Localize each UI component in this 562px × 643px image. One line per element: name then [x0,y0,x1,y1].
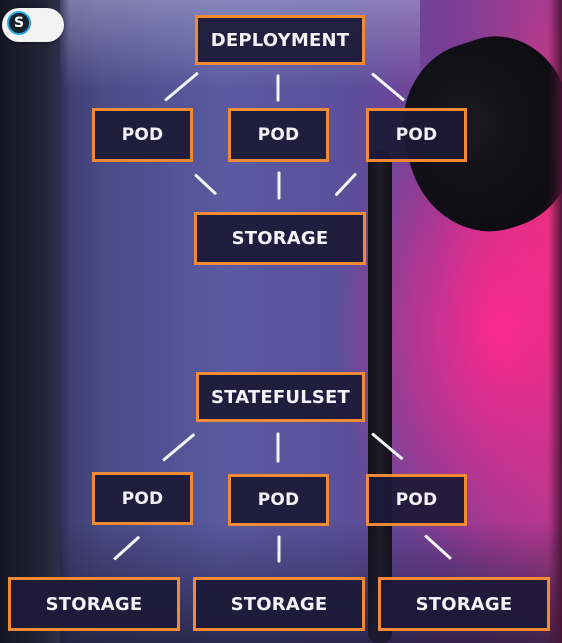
pod-label: POD [395,490,438,510]
deployment-label: DEPLOYMENT [210,29,350,51]
storage-label: STORAGE [231,228,329,249]
background-monitor [0,0,58,643]
deployment-node: DEPLOYMENT [195,15,365,65]
pod-label: POD [395,125,438,145]
pod-label: POD [257,490,300,510]
deployment-pod-1: POD [92,108,193,162]
connector-pod-2-storage [277,171,281,200]
statefulset-pod-3: POD [366,474,467,526]
pod-label: POD [121,488,164,509]
logo-icon: S [7,11,31,35]
pod-label: POD [121,125,164,145]
background-right-edge [548,0,562,643]
storage-label: STORAGE [45,593,143,615]
storage-label: STORAGE [230,593,328,615]
statefulset-storage-node-1: STORAGE [8,577,180,631]
statefulset-storage-node-3: STORAGE [378,577,550,631]
statefulset-label: STATEFULSET [210,386,351,408]
channel-logo: S [2,8,64,42]
statefulset-pod-1: POD [92,472,193,525]
connector-deployment-pod-2 [276,74,280,102]
deployment-storage-node: STORAGE [194,212,366,265]
connector-statefulset-pod-2 [276,432,280,463]
background-monitor-edge [58,0,70,643]
storage-label: STORAGE [415,593,513,615]
connector-pod-2-storage-2 [277,535,281,563]
statefulset-pod-2: POD [228,474,329,526]
deployment-pod-2: POD [228,108,329,162]
statefulset-storage-node-2: STORAGE [193,577,365,631]
logo-letter: S [13,15,25,31]
statefulset-node: STATEFULSET [196,372,365,422]
deployment-pod-3: POD [366,108,467,162]
pod-label: POD [257,125,300,145]
